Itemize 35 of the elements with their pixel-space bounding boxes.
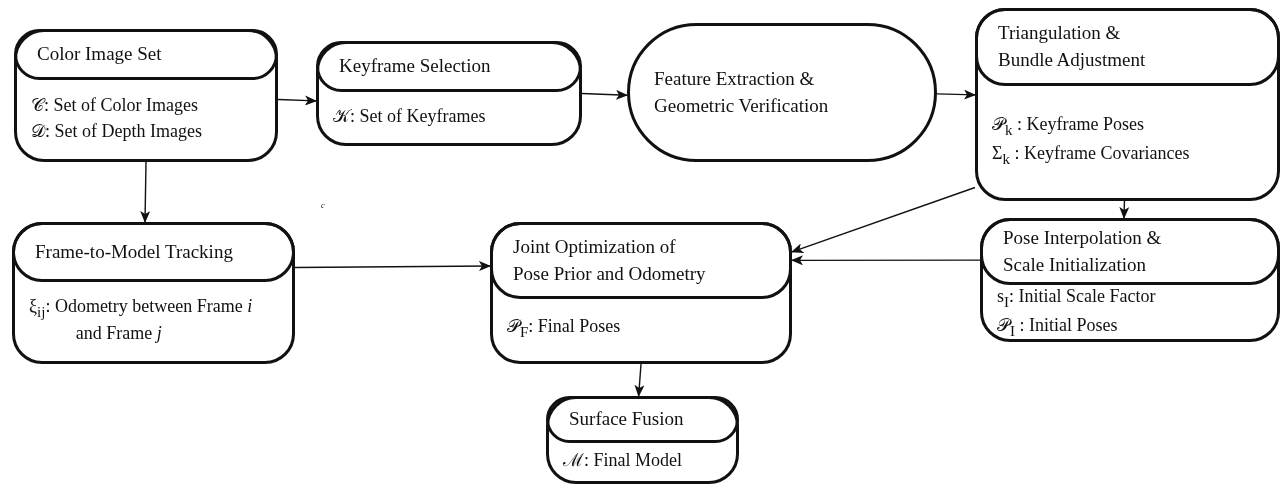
output-item: s$_{I}$: Initial Scale Factor [997, 285, 1157, 312]
step-title: Surface Fusion [569, 407, 684, 432]
step-title: Frame-to-Model Tracking [35, 239, 233, 264]
output-item: 𝒫$_{F}$: Final Poses [507, 315, 622, 343]
process-box [490, 222, 792, 364]
step-title: Color Image Set [37, 42, 162, 67]
step-title: Triangulation & Bundle Adjustment [998, 21, 1147, 72]
arrow [791, 186, 976, 253]
arrow [634, 363, 645, 397]
arrow [140, 161, 151, 223]
process-box [14, 29, 278, 162]
stray-mark: c [321, 201, 325, 210]
arrow [277, 95, 317, 106]
output-item: 𝒫$_{k}$ : Keyframe Poses [992, 112, 1145, 140]
output-item: 𝒞: Set of Color Images [31, 94, 199, 118]
output-item: ℳ: Final Model [563, 449, 683, 473]
step-title: Keyframe Selection [339, 54, 491, 79]
process-box [546, 396, 739, 484]
output-item: ξ$_{ij}$: Odometry between Frame i and Frame j [29, 295, 254, 346]
arrow [791, 255, 981, 266]
output-item: 𝒦: Set of Keyframes [333, 104, 487, 128]
step-title: Feature Extraction & Geometric Verification [654, 66, 830, 118]
arrow [581, 89, 628, 100]
arrow [294, 261, 491, 272]
process-box [975, 8, 1280, 201]
arrow [936, 89, 976, 100]
arrow [1119, 200, 1130, 219]
process-box [12, 222, 295, 364]
output-item: 𝒟: Set of Depth Images [31, 119, 203, 143]
process-box [980, 218, 1280, 342]
step-title: Pose Interpolation & Scale Initialization [1003, 225, 1163, 277]
output-item: Σ$_{k}$ : Keyframe Covariances [992, 142, 1191, 169]
output-item: 𝒫$_{I}$ : Initial Poses [997, 314, 1119, 341]
process-box [316, 41, 582, 146]
step-title: Joint Optimization of Pose Prior and Odometry [513, 234, 707, 286]
